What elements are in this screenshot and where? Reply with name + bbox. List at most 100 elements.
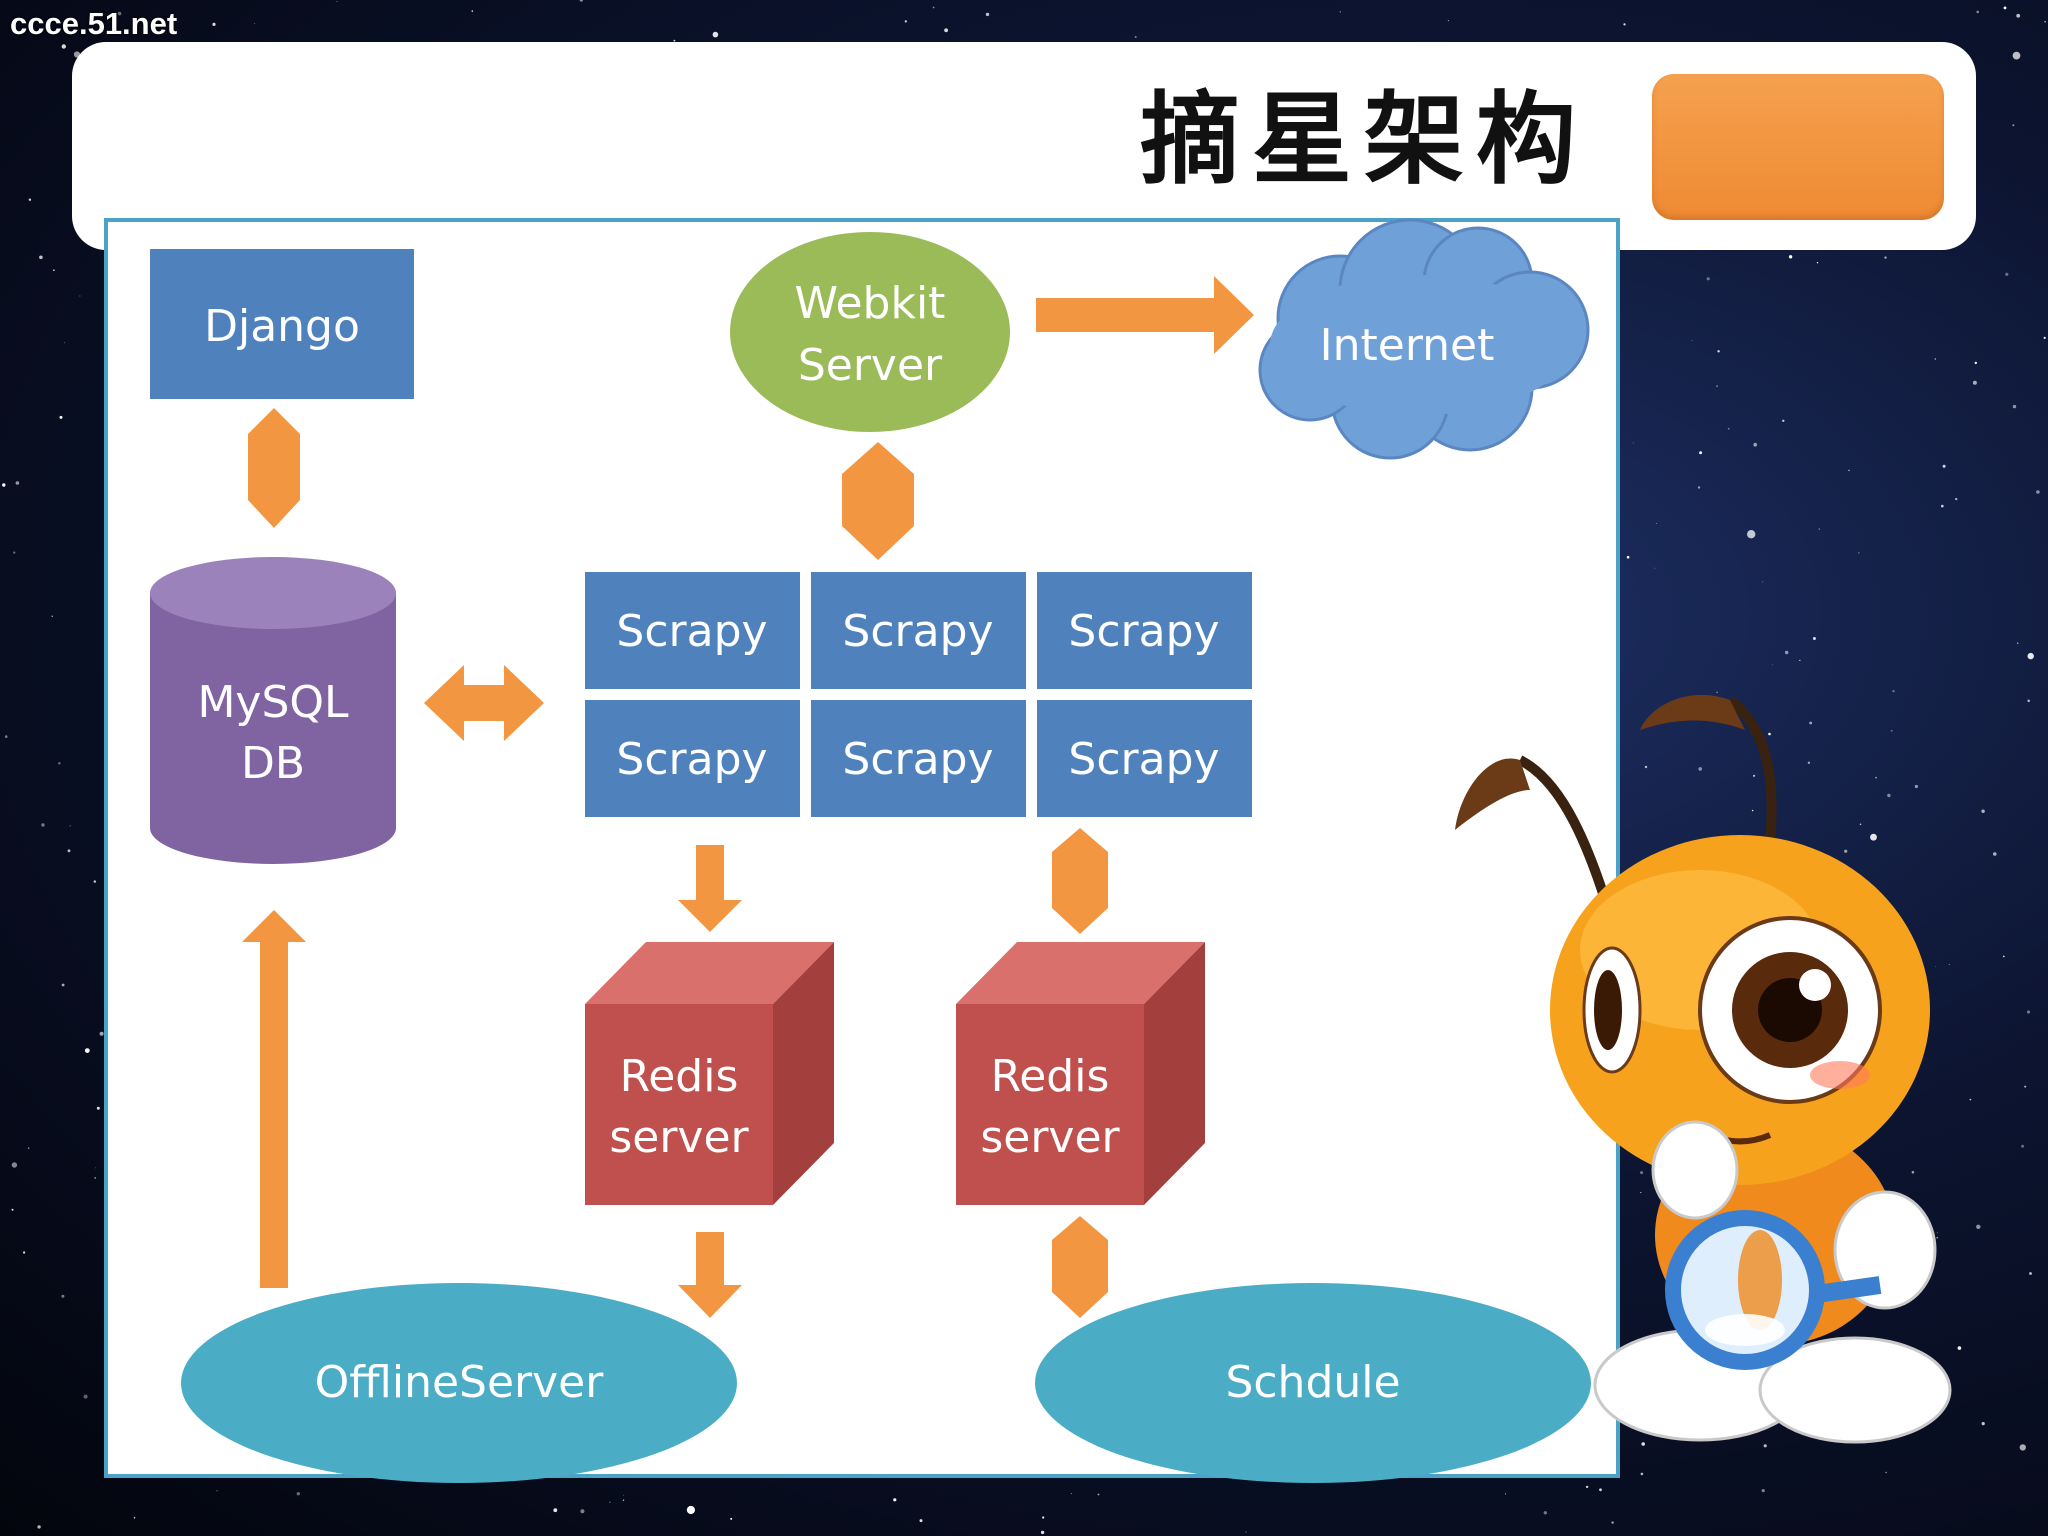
scrapy-box-1 [585, 572, 800, 689]
star [1640, 1191, 1642, 1194]
star [1972, 380, 1977, 385]
offline-mysql-arrow [242, 910, 306, 1288]
scrapy-box-2 [811, 572, 1026, 689]
star [1812, 637, 1816, 640]
star [1599, 1488, 1602, 1492]
webkit-label-line2: Server [798, 340, 943, 391]
star [1623, 23, 1626, 26]
star [39, 255, 43, 260]
star [1654, 567, 1656, 569]
star [1706, 277, 1710, 281]
mysql-label-line1: MySQL [197, 677, 349, 728]
schedule-label: Schdule [1225, 1357, 1400, 1408]
webkit-scrapy-arrow [842, 442, 914, 560]
star [1134, 36, 1137, 38]
star [1042, 1516, 1045, 1519]
star [95, 1167, 97, 1169]
star [133, 1517, 136, 1519]
star [1717, 350, 1720, 353]
star [1626, 555, 1630, 559]
star [61, 983, 65, 987]
star [117, 11, 122, 16]
star [1691, 339, 1693, 341]
star [37, 1525, 41, 1529]
star [2012, 404, 2017, 409]
star [623, 1494, 625, 1496]
star [1772, 664, 1773, 665]
redis-offline-arrow [678, 1232, 742, 1318]
mysql-db-cylinder [150, 557, 396, 864]
offline-server-label: OfflineServer [315, 1357, 605, 1408]
star [1753, 442, 1757, 447]
scrapy-label-3: Scrapy [1068, 606, 1219, 657]
star [2029, 1272, 2032, 1275]
star [2024, 1085, 2027, 1088]
star [53, 269, 55, 272]
star [1993, 852, 1997, 856]
star [1656, 523, 1658, 524]
star [1768, 732, 1771, 736]
star [1976, 10, 1979, 14]
star [1859, 823, 1862, 826]
star [1892, 690, 1895, 693]
star [11, 1208, 14, 1211]
star [23, 1251, 26, 1254]
django-label: Django [204, 301, 360, 352]
star [2036, 490, 2040, 494]
star [1585, 1485, 1589, 1489]
star [893, 1498, 897, 1502]
star [336, 0, 338, 2]
star [1245, 1531, 1247, 1533]
star [2044, 21, 2046, 23]
webkit-label-line1: Webkit [795, 278, 946, 329]
star [84, 1048, 90, 1053]
star [712, 31, 719, 38]
star [94, 1177, 96, 1179]
star [93, 880, 97, 883]
star [1782, 419, 1785, 422]
star [1040, 1530, 1045, 1535]
star [212, 22, 216, 26]
star [1644, 765, 1648, 769]
star [59, 415, 63, 419]
star [1699, 451, 1703, 455]
star [28, 1147, 30, 1149]
star [1785, 650, 1789, 655]
star [2043, 336, 2046, 339]
star [1981, 809, 1985, 813]
scrapy-box-4 [585, 700, 800, 817]
star [83, 1394, 88, 1399]
redis-server-right-cube [956, 942, 1205, 1205]
star [1716, 385, 1718, 387]
scrapy-redis-left-arrow [678, 845, 742, 932]
star [1936, 1237, 1938, 1239]
webkit-server-ellipse [730, 232, 1010, 432]
star [673, 39, 676, 42]
star [1447, 20, 1449, 22]
star [622, 1499, 625, 1501]
star [1890, 729, 1893, 732]
star [471, 10, 474, 12]
redis-server-left-cube [585, 942, 834, 1205]
star [69, 825, 71, 827]
star [15, 481, 20, 485]
star [686, 1505, 696, 1515]
star [296, 1492, 300, 1496]
star [1762, 581, 1764, 583]
star [79, 295, 81, 297]
star [58, 762, 61, 765]
star [4, 735, 8, 738]
star [580, 1509, 585, 1514]
schedule-ellipse [1035, 1283, 1591, 1483]
mysql-label-line2: DB [241, 738, 305, 789]
star [1788, 255, 1793, 259]
star [2019, 1444, 2027, 1451]
star [1504, 1493, 1506, 1495]
star [1761, 1489, 1765, 1493]
star [1887, 793, 1891, 798]
star [1799, 659, 1801, 662]
star [1339, 11, 1342, 13]
star [1858, 552, 1860, 554]
star [1716, 691, 1718, 694]
